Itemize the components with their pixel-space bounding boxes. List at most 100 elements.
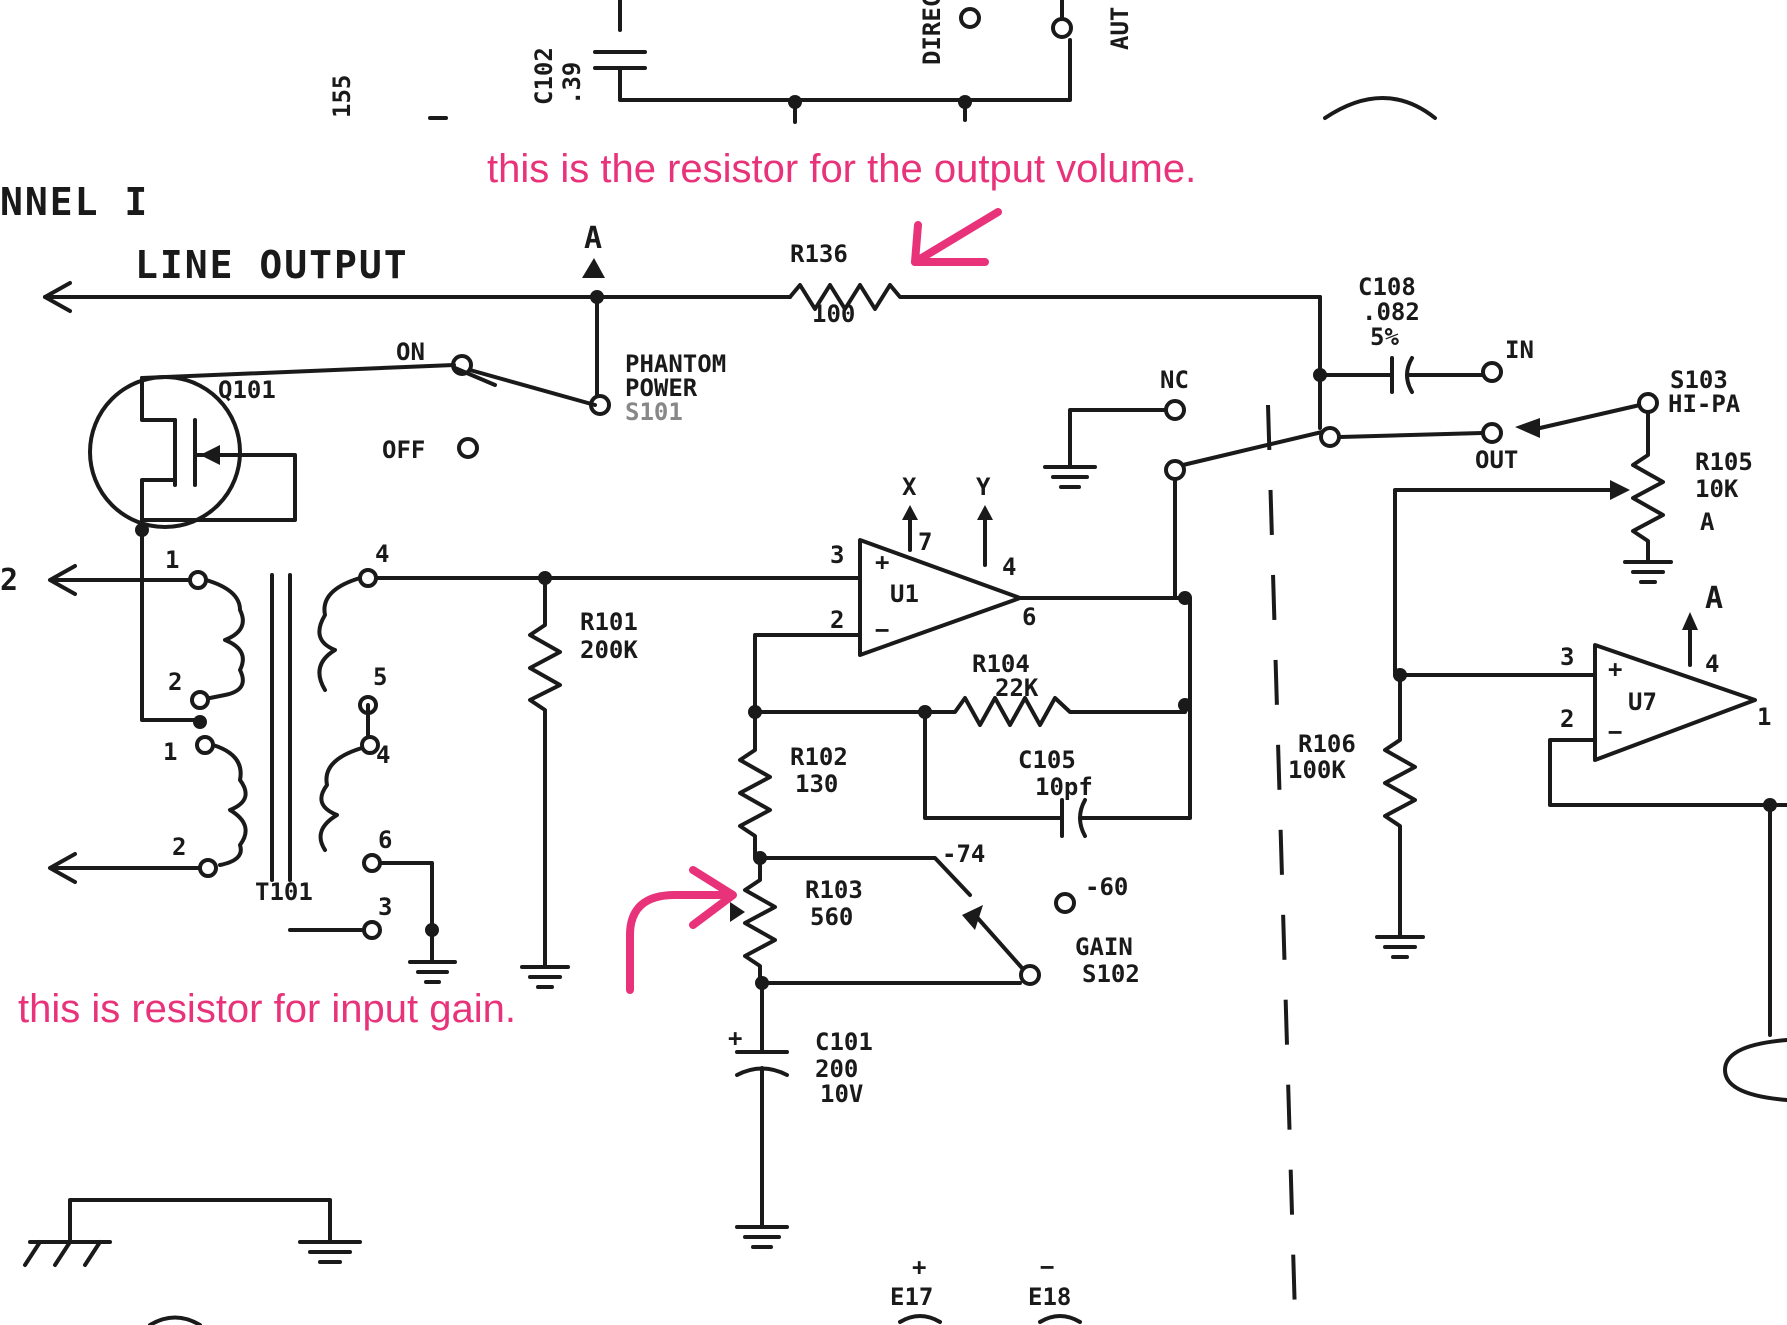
gain-label: GAIN (1075, 933, 1133, 961)
u7-name: U7 (1628, 688, 1657, 716)
r103-value: 560 (810, 903, 853, 931)
r106-name: R106 (1298, 730, 1356, 758)
u1-pin-2: 2 (830, 606, 844, 634)
u1-name: U1 (890, 580, 919, 608)
output-annotation-arrowhead (911, 221, 989, 266)
gain-minus-74: -74 (942, 840, 985, 868)
r101-name: R101 (580, 608, 638, 636)
input-annotation-arrow (626, 891, 734, 994)
top-number-label: 155 (328, 75, 356, 118)
svg-text:+: + (875, 548, 889, 576)
c101-capacitor: + C101 200 10V (728, 981, 873, 1249)
t101-pin-2b: 2 (172, 833, 186, 861)
terminals-e17-e18: + E17 − E18 (148, 1253, 1082, 1325)
t101-pin-6: 6 (378, 826, 392, 854)
line-output-label: LINE OUTPUT (135, 243, 409, 287)
c108-name: C108 (1358, 273, 1416, 301)
output-annotation-arrow (911, 208, 1002, 266)
u7-opamp: + − U7 3 2 4 1 A (1398, 581, 1787, 1102)
r102-value: 130 (795, 770, 838, 798)
t101-pin-5: 5 (373, 663, 387, 691)
u1-pin-7: 7 (918, 528, 932, 556)
u1-opamp: + − U1 3 2 7 4 6 X Y (753, 473, 1192, 712)
svg-text:+: + (1608, 655, 1622, 683)
r102-name: R102 (790, 743, 848, 771)
line-output-arrow (43, 281, 72, 313)
u1-pin-4: 4 (1002, 553, 1016, 581)
c105-capacitor: C105 10pf (923, 596, 1192, 838)
input-gain-annotation: this is resistor for input gain. (18, 987, 516, 1031)
r103-name: R103 (805, 876, 863, 904)
output-select-switch[interactable]: NC IN C108 .082 5% OUT S103 HI-PA (1043, 273, 1741, 600)
r103-resistor: R103 560 (730, 856, 863, 990)
r106-value: 100K (1288, 756, 1346, 784)
e18-label: E18 (1028, 1283, 1071, 1311)
q101-transistor: Q101 (88, 375, 297, 722)
r101-resistor: R101 200K (374, 571, 862, 989)
r104-name: R104 (972, 650, 1030, 678)
u7-pin-1: 1 (1757, 703, 1771, 731)
gain-minus-60: -60 (1085, 873, 1128, 901)
r105-value: 10K (1695, 475, 1739, 503)
top-auto-label: AUT (1106, 7, 1134, 50)
s103-name: S103 (1670, 366, 1728, 394)
node-x-label: X (902, 473, 917, 501)
t101-pin-3: 3 (378, 893, 392, 921)
phantom-on-label: ON (396, 338, 425, 366)
r104-value: 22K (995, 674, 1039, 702)
e17-label: E17 (890, 1283, 933, 1311)
r136-value: 100 (812, 300, 855, 328)
phantom-label-3: S101 (625, 398, 683, 426)
gain-switch-name: S102 (1082, 960, 1140, 988)
nc-label: NC (1160, 366, 1189, 394)
t101-pin-4b: 4 (376, 741, 390, 769)
top-direct-label: DIREC (918, 0, 946, 65)
node-a-top-marker (582, 258, 605, 278)
c105-name: C105 (1018, 746, 1076, 774)
chassis-ground-bracket (23, 1198, 362, 1267)
node-a-top-label: A (584, 221, 602, 256)
phantom-power-switch[interactable]: ON OFF PHANTOM POWER S101 (140, 338, 726, 464)
svg-text:−: − (1608, 718, 1622, 746)
t101-pin-2a: 2 (168, 668, 182, 696)
c101-rating: 10V (820, 1080, 863, 1108)
c102-label: C102 (530, 47, 558, 105)
section-divider (1266, 404, 1297, 1316)
r136-resistor: R136 100 (788, 240, 1322, 328)
node-y-label: Y (976, 473, 991, 501)
u1-pin-3: 3 (830, 541, 844, 569)
c108-tolerance: 5% (1370, 323, 1399, 351)
out-label: OUT (1475, 446, 1518, 474)
svg-text:−: − (1040, 1253, 1054, 1281)
s103-label: HI-PA (1668, 390, 1741, 418)
r105-potentiometer: R105 10K A (1393, 410, 1753, 677)
t101-pin-4a: 4 (375, 540, 389, 568)
t101-pin-1a: 1 (165, 546, 179, 574)
gain-switch[interactable]: -74 -60 GAIN S102 (758, 840, 1140, 988)
phantom-label-2: POWER (625, 374, 698, 402)
r105-extra: A (1700, 508, 1715, 536)
t101-transformer: 1 2 1 2 4 5 4 6 3 T101 (48, 540, 457, 984)
r136-name: R136 (790, 240, 848, 268)
c101-name: C101 (815, 1028, 873, 1056)
t101-name: T101 (255, 878, 313, 906)
svg-text:−: − (875, 616, 889, 644)
u7-pin-2: 2 (1560, 705, 1574, 733)
channel-label: NNEL I (0, 180, 149, 224)
u7-pin-3: 3 (1560, 643, 1574, 671)
t101-pin-1b: 1 (163, 738, 177, 766)
c102-value: .39 (558, 62, 586, 105)
q101-name: Q101 (218, 376, 276, 404)
phantom-off-label: OFF (382, 436, 425, 464)
r101-value: 200K (580, 636, 638, 664)
phantom-label-1: PHANTOM (625, 350, 726, 378)
c108-value: .082 (1362, 298, 1420, 326)
r105-name: R105 (1695, 448, 1753, 476)
c101-value: 200 (815, 1055, 858, 1083)
node-a-right-label: A (1705, 581, 1723, 616)
input-annotation-arrowhead (689, 866, 737, 929)
r106-resistor: R106 100K (1288, 668, 1425, 959)
u1-pin-6: 6 (1022, 603, 1036, 631)
svg-text:+: + (912, 1253, 926, 1281)
